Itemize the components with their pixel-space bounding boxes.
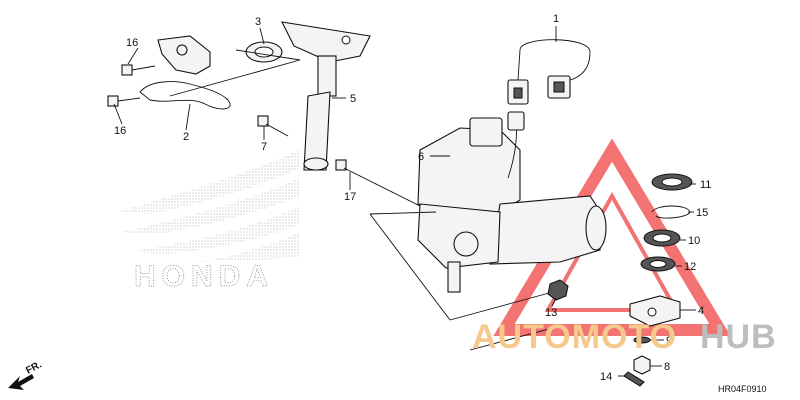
front-arrow-icon: FR. [8, 359, 44, 390]
callout-8: 8 [664, 361, 670, 373]
honda-logo-text: HONDA [134, 260, 274, 293]
bearing-10 [643, 229, 681, 247]
cotter-pin-14 [623, 371, 645, 387]
callout-3: 3 [255, 16, 261, 28]
callout-10: 10 [688, 235, 700, 247]
watermark-text-b: HUB [700, 318, 777, 356]
front-label: FR. [24, 359, 44, 376]
steering-shaft [281, 21, 371, 171]
callout-1: 1 [553, 13, 559, 25]
nut-13 [547, 279, 569, 301]
bolt-17 [335, 159, 421, 207]
callout-6: 6 [418, 151, 424, 163]
watermark: AUTOMOTO HUB [472, 318, 777, 356]
pitman-arm-4 [629, 295, 681, 327]
callout-16-bottom: 16 [114, 125, 126, 137]
bolt-16b [107, 95, 141, 107]
leader-lines [113, 26, 696, 377]
callout-12: 12 [684, 261, 696, 273]
bolt-7 [257, 115, 289, 137]
bearing-11 [651, 173, 693, 191]
guide-lines [169, 49, 561, 351]
dust-seal [245, 41, 283, 63]
callout-16-top: 16 [126, 37, 138, 49]
seal-12 [640, 256, 676, 272]
bolt-16a [121, 64, 156, 76]
callout-2: 2 [183, 131, 189, 143]
mounting-bracket [139, 35, 231, 110]
callout-14: 14 [600, 371, 612, 383]
callouts: 1 2 3 4 5 6 7 8 9 10 11 12 13 14 15 16 1… [114, 13, 711, 383]
callout-9: 9 [666, 335, 672, 347]
callout-15: 15 [696, 207, 708, 219]
callout-13: 13 [545, 307, 557, 319]
callout-7: 7 [261, 141, 267, 153]
wire-harness [507, 39, 591, 105]
watermark-text-a: AUTOMOTO [472, 318, 677, 356]
honda-wing-logo: HONDA [118, 150, 300, 294]
diagram-code: HR04F0910 [718, 384, 767, 394]
callout-5: 5 [350, 93, 356, 105]
callout-17: 17 [344, 191, 356, 203]
callout-4: 4 [698, 305, 704, 317]
callout-11: 11 [700, 179, 711, 191]
eps-motor-unit [417, 111, 607, 293]
nut-8 [633, 355, 651, 375]
